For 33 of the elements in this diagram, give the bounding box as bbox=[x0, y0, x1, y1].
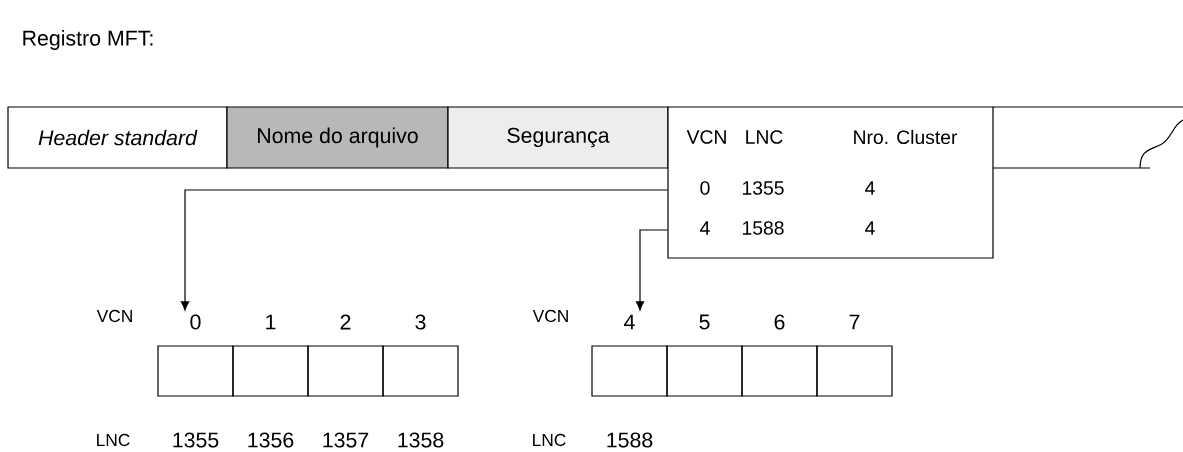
record-field: Nome do arquivo bbox=[226, 106, 449, 169]
arrow bbox=[180, 189, 668, 311]
lnc-number: 1356 bbox=[248, 432, 294, 448]
vcn-number: 4 bbox=[624, 314, 635, 330]
vcn-number: 0 bbox=[190, 314, 201, 330]
vcn-number: 2 bbox=[340, 314, 351, 330]
heading: Registro MFT: bbox=[23, 30, 153, 50]
table-cell: VCN bbox=[686, 130, 726, 144]
table-cell: 4 bbox=[865, 181, 875, 195]
table-cell: 1355 bbox=[742, 181, 784, 195]
vcn-number: 7 bbox=[849, 314, 860, 330]
table-cell: 4 bbox=[700, 221, 710, 235]
run-table bbox=[667, 106, 994, 259]
table-cell: Nro. Cluster bbox=[854, 129, 958, 145]
row-label: LNC bbox=[97, 433, 130, 447]
lnc-number: 1588 bbox=[607, 432, 653, 448]
table-cell: LNC bbox=[746, 130, 783, 144]
table-cell: 0 bbox=[700, 181, 710, 195]
lnc-number: 1357 bbox=[323, 432, 369, 448]
lnc-number: 1358 bbox=[398, 432, 444, 448]
row-label: VCN bbox=[532, 309, 568, 323]
row-label: VCN bbox=[96, 309, 132, 323]
vcn-number: 6 bbox=[774, 314, 785, 330]
vcn-number: 5 bbox=[699, 314, 710, 330]
record-field: Segurança bbox=[447, 106, 669, 169]
vcn-number: 1 bbox=[266, 314, 276, 330]
lnc-number: 1355 bbox=[173, 432, 219, 448]
table-cell: 1588 bbox=[742, 221, 784, 235]
row-label: LNC bbox=[533, 433, 566, 447]
arrow bbox=[635, 229, 668, 311]
table-cell: 4 bbox=[865, 221, 875, 235]
vcn-number: 3 bbox=[415, 314, 426, 330]
record-field: Header standard bbox=[7, 106, 228, 169]
